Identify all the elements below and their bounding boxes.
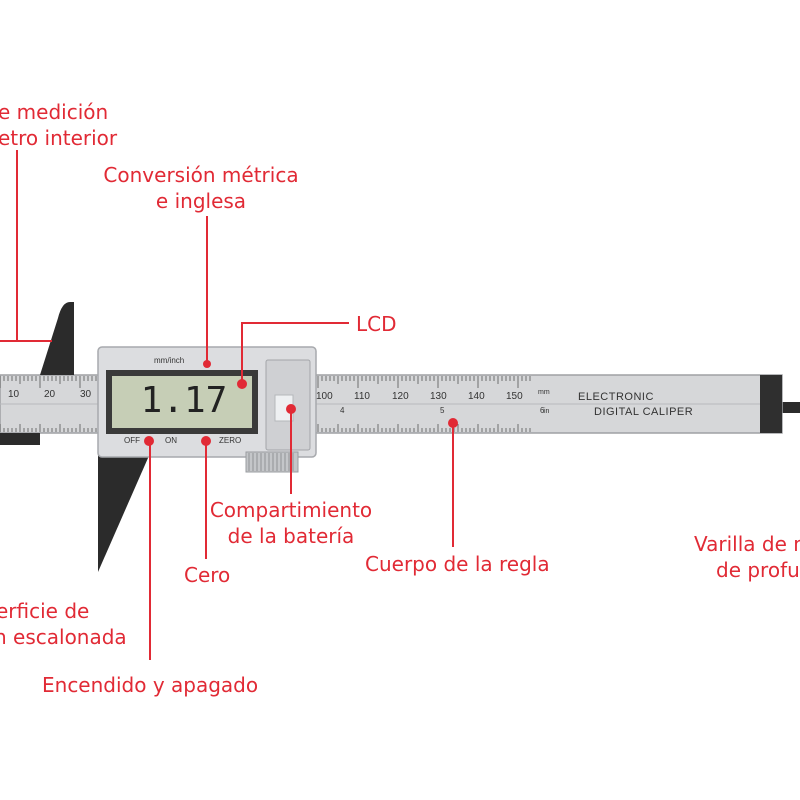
scale-number: 140 — [468, 391, 485, 402]
scale-number: 120 — [392, 391, 409, 402]
label-power: Encendido y apagado — [42, 673, 259, 697]
depth-rod — [775, 402, 800, 413]
label-metric-2: e inglesa — [155, 189, 247, 213]
on-label: ON — [165, 436, 177, 445]
leader-lcd-v — [241, 322, 243, 384]
scale-number: 110 — [354, 391, 370, 402]
zero-label: ZERO — [219, 436, 242, 445]
label-inner-measure-2: etro interior — [0, 126, 118, 150]
zero-button[interactable] — [201, 436, 211, 446]
leader-ruler — [452, 423, 454, 547]
lcd-readout: 1.17 — [140, 380, 228, 421]
label-depth-rod-1: Varilla de m — [694, 532, 800, 556]
lcd-screen — [112, 376, 252, 428]
leader-power — [149, 442, 151, 660]
scale-number: 4 — [340, 406, 345, 415]
leader-battery — [290, 408, 292, 494]
label-inner-measure-1: e medición — [0, 100, 109, 124]
leader-inner-measure-h — [0, 340, 52, 342]
label-step-1: erficie de — [0, 599, 90, 623]
label-metric-1: Conversión métrica — [103, 163, 299, 187]
scale-number: 130 — [430, 391, 447, 402]
outer-jaw-lower — [98, 433, 148, 572]
unit-mm-label: mm — [538, 389, 550, 396]
label-battery-2: de la batería — [227, 524, 355, 548]
beam-ticks — [0, 376, 531, 432]
leader-zero — [205, 442, 207, 559]
unit-in-label: in — [544, 408, 550, 415]
leader-inner-measure — [16, 150, 18, 342]
label-zero: Cero — [184, 563, 231, 587]
scale-number: 100 — [316, 391, 333, 402]
scale-number: 150 — [506, 391, 523, 402]
scale-number: 6 — [540, 406, 545, 415]
ruler-marker — [448, 418, 458, 428]
scale-number: 30 — [80, 389, 92, 400]
brand-line-2: DIGITAL CALIPER — [594, 406, 694, 418]
off-label: OFF — [124, 436, 140, 445]
label-lcd: LCD — [356, 312, 397, 336]
scale-number: 5 — [440, 406, 445, 415]
scale-number: 20 — [44, 389, 56, 400]
unit-toggle-button[interactable] — [203, 360, 211, 368]
leader-metric — [206, 216, 208, 362]
scale-number: 10 — [8, 389, 20, 400]
label-depth-rod-2: de profu — [716, 558, 800, 582]
beam-end-cap — [760, 375, 782, 433]
label-ruler-body: Cuerpo de la regla — [365, 552, 550, 576]
label-step-2: n escalonada — [0, 625, 127, 649]
lcd-marker — [237, 379, 247, 389]
power-button[interactable] — [144, 436, 154, 446]
fixed-jaw-lower — [0, 433, 40, 445]
label-battery-1: Compartimiento — [209, 498, 373, 522]
leader-lcd-h — [241, 322, 349, 324]
unit-toggle-label: mm/inch — [154, 356, 185, 365]
brand-line-1: ELECTRONIC — [578, 391, 654, 403]
inner-jaw-upper — [40, 302, 74, 375]
battery-marker — [286, 404, 296, 414]
